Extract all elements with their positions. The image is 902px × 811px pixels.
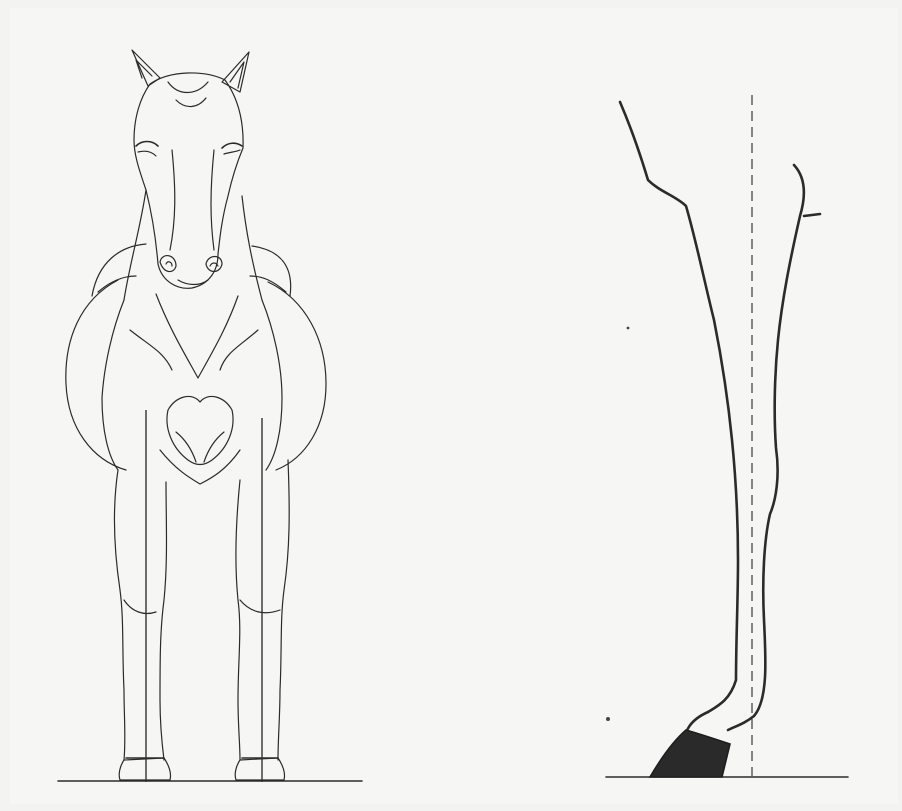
chest-right-outline <box>262 300 282 470</box>
elbow-nub <box>804 214 820 216</box>
saddle-right-top <box>252 246 291 296</box>
right-knee <box>240 600 280 613</box>
left-eye <box>136 142 158 147</box>
neck-right <box>242 196 262 300</box>
speck-mark-2 <box>606 717 610 721</box>
right-foreleg-inner <box>236 480 240 760</box>
left-eye-lid <box>138 151 156 156</box>
speck-mark-1 <box>627 327 630 330</box>
pectoral-split-right <box>204 432 224 462</box>
shoulder-line-left <box>130 330 172 370</box>
side-view-panel <box>606 95 848 778</box>
pectoral-muscles <box>167 396 233 464</box>
left-foreleg-inner <box>160 482 167 760</box>
left-foreleg-outer <box>114 470 125 760</box>
barrel-left-outline <box>66 280 126 470</box>
side-hoof <box>650 730 730 777</box>
left-nostril <box>160 256 176 272</box>
shoulder-line-right <box>220 330 258 370</box>
leg-back-outline <box>728 165 804 730</box>
right-ear <box>222 52 249 92</box>
right-front-hoof <box>235 758 284 780</box>
forehead-line <box>176 98 206 107</box>
left-nostril-inner <box>166 262 172 266</box>
right-eye <box>222 143 242 148</box>
leg-front-outline <box>620 102 738 712</box>
head-outline <box>134 73 243 288</box>
right-eye-lid <box>224 150 240 154</box>
left-knee <box>124 600 156 614</box>
neck-left <box>124 190 146 300</box>
chest-v <box>156 294 238 378</box>
nose-bridge-right <box>211 150 214 250</box>
right-nostril <box>206 257 222 272</box>
barrel-right-outline <box>268 282 326 470</box>
chest-lower <box>160 450 240 484</box>
forelock <box>168 82 208 93</box>
chest-left-outline <box>102 300 124 470</box>
front-view-panel <box>58 50 362 782</box>
saddle-left-top <box>92 244 146 296</box>
left-front-hoof <box>119 758 170 780</box>
nose-bridge-left <box>170 150 175 250</box>
pectoral-split-left <box>176 432 196 462</box>
